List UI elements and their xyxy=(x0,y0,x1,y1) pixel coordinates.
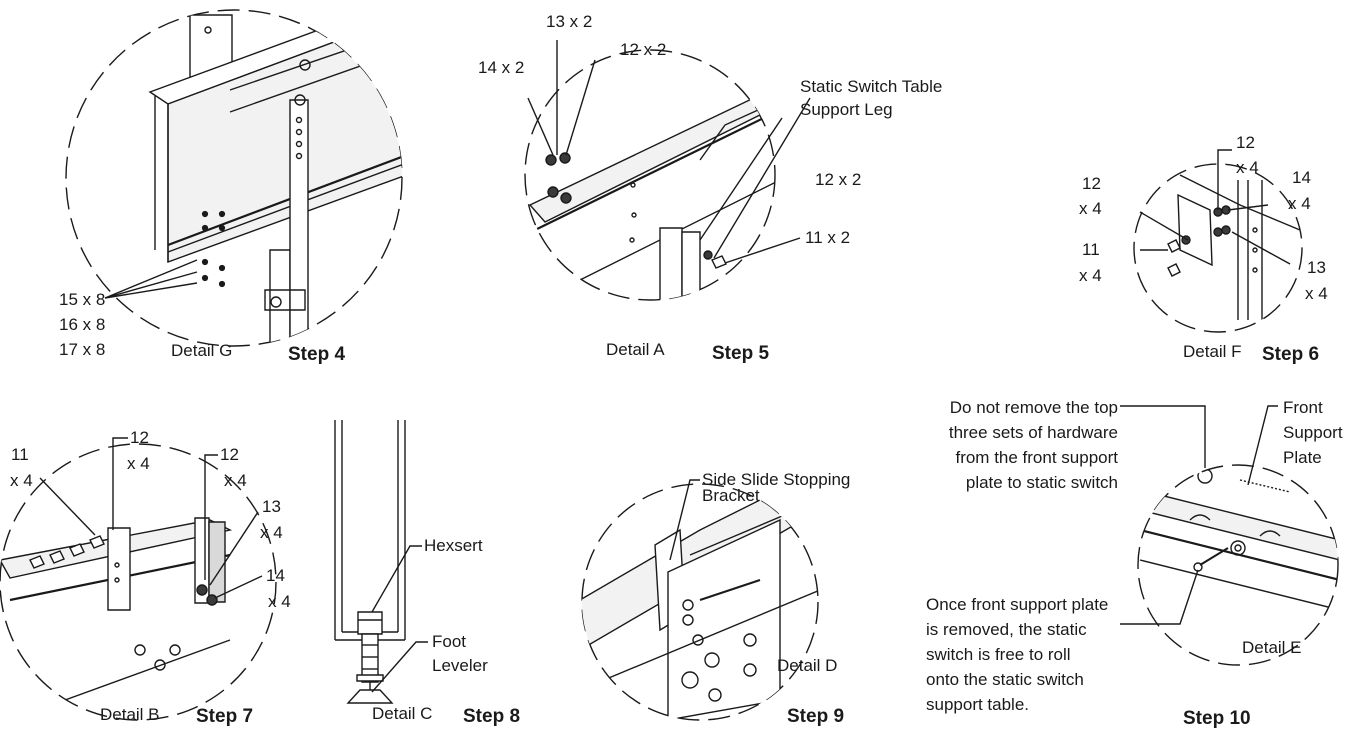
leader-12-b xyxy=(714,98,810,258)
leader-14-b xyxy=(215,576,262,598)
detail-d-circle xyxy=(582,484,818,720)
leader-14-f xyxy=(1228,205,1268,210)
callout-11-b-num: 11 xyxy=(11,445,29,464)
callout-12-b1-num: 12 xyxy=(130,428,149,447)
detail-c-label: Detail C xyxy=(372,704,433,723)
leader-12-f2 xyxy=(1218,150,1232,210)
note-bottom-2: is removed, the static xyxy=(926,620,1087,639)
plate-label-2: Support xyxy=(1283,423,1343,442)
note-top-3: from the front support xyxy=(955,448,1118,467)
hexsert-label: Hexsert xyxy=(424,536,483,555)
leader-12-f1 xyxy=(1140,212,1188,240)
detail-g-circle xyxy=(66,10,402,346)
leg-label-1: Static Switch Table xyxy=(800,77,943,96)
step-4-title: Step 4 xyxy=(288,344,346,365)
leader-13-f xyxy=(1232,232,1290,264)
callout-14-b-qty: x 4 xyxy=(268,592,291,611)
detail-a-drawing xyxy=(525,40,810,322)
leader-13-b xyxy=(210,512,258,585)
leader-14-a xyxy=(528,98,553,155)
callout-11-a: 11 x 2 xyxy=(805,228,851,247)
detail-e-label: Detail E xyxy=(1242,638,1302,657)
callout-13-f-num: 13 xyxy=(1307,258,1326,277)
bracket-label-1: Side Slide Stopping xyxy=(702,470,851,489)
note-top-2: three sets of hardware xyxy=(948,423,1118,442)
leader-g-1 xyxy=(105,260,197,298)
step-9-title: Step 9 xyxy=(787,706,845,727)
callout-13-b-qty: x 4 xyxy=(260,523,283,542)
callout-13-a: 13 x 2 xyxy=(546,12,593,31)
leader-leg xyxy=(700,118,782,240)
callout-11-b-qty: x 4 xyxy=(10,471,33,490)
hw-15: 15 x 8 xyxy=(59,290,106,309)
callout-14-a: 14 x 2 xyxy=(478,58,525,77)
leader-hexsert xyxy=(372,546,422,612)
leader-11-a xyxy=(725,238,800,263)
detail-f-circle xyxy=(1134,164,1302,332)
callout-12-b: 12 x 2 xyxy=(815,170,862,189)
detail-f-label: Detail F xyxy=(1183,342,1242,361)
callout-14-f-qty: x 4 xyxy=(1288,194,1311,213)
callout-12-f2-num: 12 xyxy=(1236,133,1255,152)
callout-12-f1-qty: x 4 xyxy=(1079,199,1102,218)
detail-b-circle xyxy=(0,444,276,720)
hw-17: 17 x 8 xyxy=(59,340,106,359)
detail-c-drawing xyxy=(335,420,428,703)
callout-12-b1-qty: x 4 xyxy=(127,454,150,473)
detail-a-label: Detail A xyxy=(606,340,665,359)
leader-12-b1 xyxy=(113,438,128,530)
note-bottom-4: onto the static switch xyxy=(926,670,1084,689)
leader-g-2 xyxy=(105,272,197,298)
detail-g-drawing xyxy=(66,0,420,350)
plate-label-3: Plate xyxy=(1283,448,1322,467)
leader-12-a xyxy=(566,60,595,155)
note-bottom-5: support table. xyxy=(926,695,1030,714)
hw-16: 16 x 8 xyxy=(59,315,106,334)
leader-foot xyxy=(372,642,428,692)
step-7-title: Step 7 xyxy=(196,706,254,727)
callout-12-a: 12 x 2 xyxy=(620,40,667,59)
note-bottom-3: switch is free to roll xyxy=(926,645,1071,664)
detail-f-drawing xyxy=(1134,150,1302,332)
detail-g-label: Detail G xyxy=(171,341,233,360)
callout-11-f-qty: x 4 xyxy=(1079,266,1102,285)
bracket-label-2: Bracket xyxy=(702,486,760,505)
detail-d-label: Detail D xyxy=(777,656,838,675)
step-10-title: Step 10 xyxy=(1183,708,1251,729)
leader-bottom-note xyxy=(1120,570,1198,624)
leader-top-note xyxy=(1120,406,1205,468)
step-8-title: Step 8 xyxy=(463,706,521,727)
callout-12-f2-qty: x 4 xyxy=(1236,158,1259,177)
leader-12-b2 xyxy=(205,455,218,580)
step-5-title: Step 5 xyxy=(712,343,770,364)
callout-13-f-qty: x 4 xyxy=(1305,284,1328,303)
leader-bracket xyxy=(670,480,700,560)
detail-a-circle xyxy=(525,50,775,300)
callout-14-f-num: 14 xyxy=(1292,168,1311,187)
callout-11-f-num: 11 xyxy=(1082,240,1100,259)
callout-12-b2-qty: x 4 xyxy=(224,471,247,490)
callout-13-b-num: 13 xyxy=(262,497,281,516)
step-6-title: Step 6 xyxy=(1262,344,1320,365)
callout-12-f1-num: 12 xyxy=(1082,174,1101,193)
detail-e-circle xyxy=(1138,465,1338,665)
plate-label-1: Front xyxy=(1283,398,1323,417)
callout-12-b2-num: 12 xyxy=(220,445,239,464)
detail-b-drawing xyxy=(0,438,276,720)
detail-b-label: Detail B xyxy=(100,705,160,724)
foot-label-2: Leveler xyxy=(432,656,488,675)
note-top-4: plate to static switch xyxy=(965,473,1118,492)
leg-label-2: Support Leg xyxy=(800,100,893,119)
leader-11-b xyxy=(40,478,95,535)
detail-e-drawing xyxy=(1120,406,1340,665)
detail-d-drawing xyxy=(580,470,820,720)
leader-g-3 xyxy=(105,283,197,298)
callout-14-b-num: 14 xyxy=(266,566,285,585)
note-bottom-1: Once front support plate xyxy=(926,595,1109,614)
leader-plate xyxy=(1248,406,1278,485)
note-top-1: Do not remove the top xyxy=(949,398,1118,417)
foot-label-1: Foot xyxy=(432,632,467,651)
